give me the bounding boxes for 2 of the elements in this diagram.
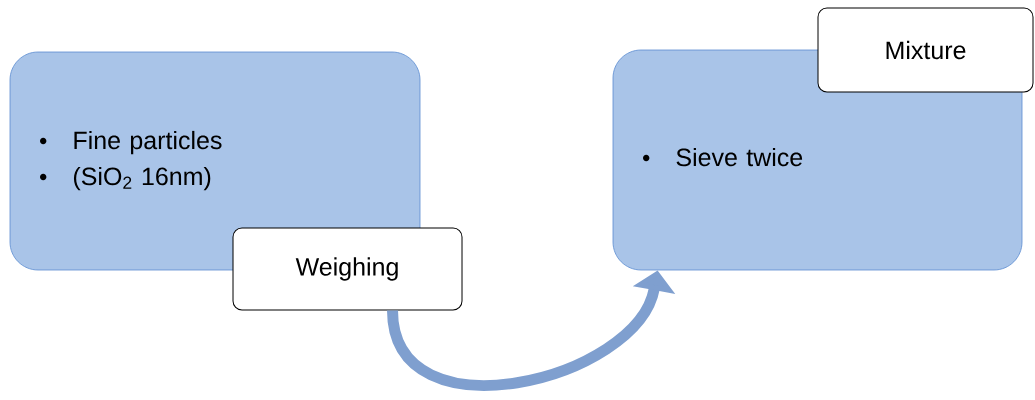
label-box: Weighing [232,227,463,311]
label-box: Mixture [817,7,1034,93]
